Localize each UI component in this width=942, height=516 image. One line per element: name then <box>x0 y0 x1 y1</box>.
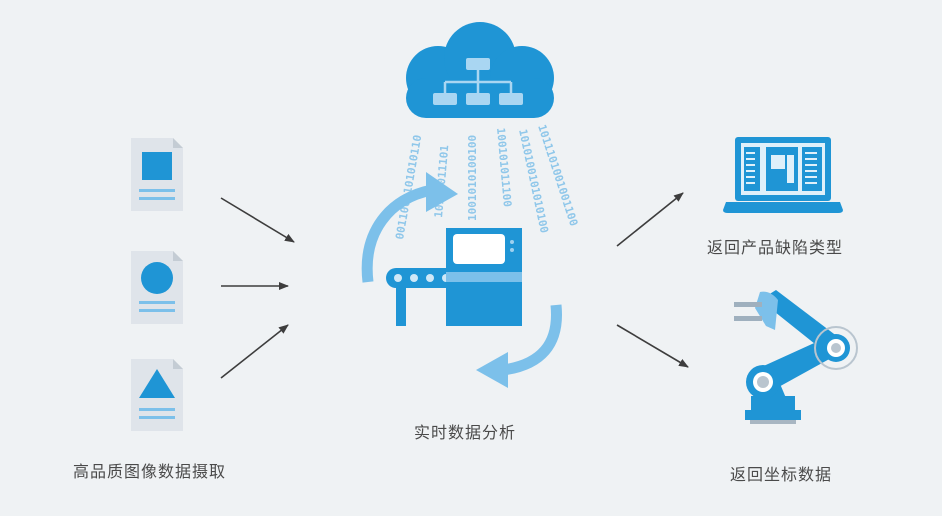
binary-stream-1: 0011000101010110 <box>393 134 424 241</box>
conveyor-icon <box>386 268 458 326</box>
robot-arm-icon <box>734 290 858 424</box>
laptop-icon <box>723 137 843 213</box>
document-circle-icon <box>131 251 183 324</box>
arrow-output-2 <box>616 324 689 368</box>
cycle-arrow-bottom-icon <box>476 304 562 388</box>
caption-data-ingestion: 高品质图像数据摄取 <box>73 462 227 481</box>
caption-defect-type: 返回产品缺陷类型 <box>707 238 844 257</box>
caption-coordinates: 返回坐标数据 <box>730 465 833 484</box>
document-square-icon <box>131 138 183 211</box>
machine-icon <box>446 228 522 326</box>
cloud-icon <box>406 22 554 118</box>
arrow-output-1 <box>616 192 684 247</box>
arrow-input-3 <box>220 324 289 379</box>
binary-stream-4: 100101011100 <box>494 127 514 207</box>
arrow-input-1 <box>220 197 295 243</box>
cycle-arrow-top-icon <box>361 172 458 283</box>
caption-realtime-analysis: 实时数据分析 <box>414 423 517 442</box>
binary-stream-3: 1001010100100 <box>466 135 479 221</box>
binary-streams: 0011000101010110 10101011101 10010101001… <box>393 123 580 241</box>
document-triangle-icon <box>131 359 183 431</box>
